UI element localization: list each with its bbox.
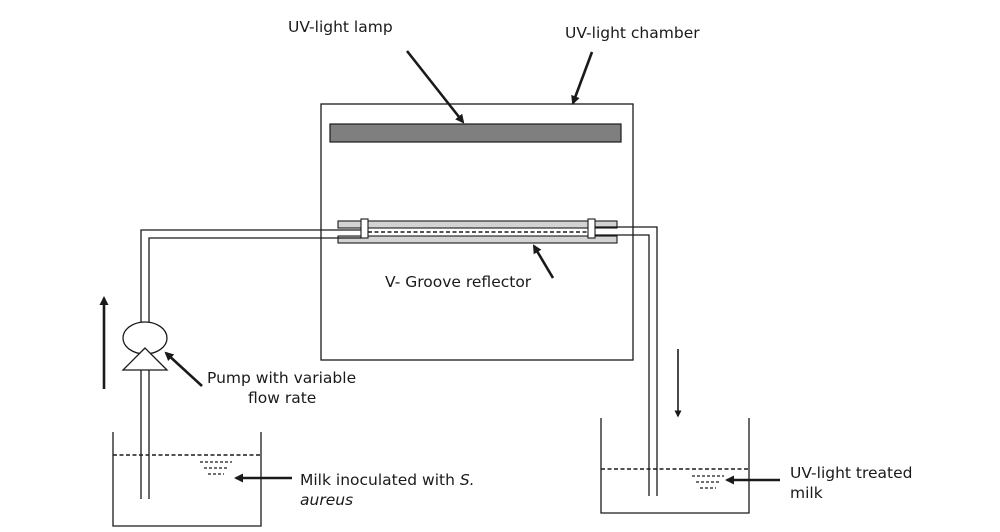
species-name: aureus bbox=[300, 491, 353, 509]
outlet-tube bbox=[595, 226, 658, 496]
species-genus: S. bbox=[460, 471, 475, 489]
pump-label-line1: Pump with variable bbox=[207, 369, 356, 387]
pump bbox=[121, 321, 169, 371]
pump-label-line2: flow rate bbox=[248, 389, 316, 407]
lamp-pointer-arrow bbox=[405, 50, 465, 124]
reflector-pointer-arrow bbox=[532, 244, 555, 279]
treated-milk-label-line1: UV-light treated bbox=[790, 464, 913, 482]
uv-chamber-label: UV-light chamber bbox=[565, 24, 700, 42]
uv-lamp-label: UV-light lamp bbox=[288, 18, 393, 36]
outlet-milk-container bbox=[600, 418, 750, 514]
uv-light-chamber bbox=[320, 103, 634, 361]
milk-inoculated-prefix: Milk inoculated with bbox=[300, 471, 460, 489]
chamber-pointer-arrow bbox=[571, 51, 594, 105]
pump-pointer-arrow bbox=[164, 351, 203, 387]
uv-light-lamp bbox=[329, 123, 622, 143]
reflector-label: V- Groove reflector bbox=[385, 273, 532, 291]
v-groove-reflector bbox=[337, 218, 618, 244]
milk-inoculated-label: Milk inoculated with S. bbox=[300, 471, 475, 489]
treated-milk-label-line2: milk bbox=[790, 484, 823, 502]
inlet-tube bbox=[140, 229, 361, 499]
